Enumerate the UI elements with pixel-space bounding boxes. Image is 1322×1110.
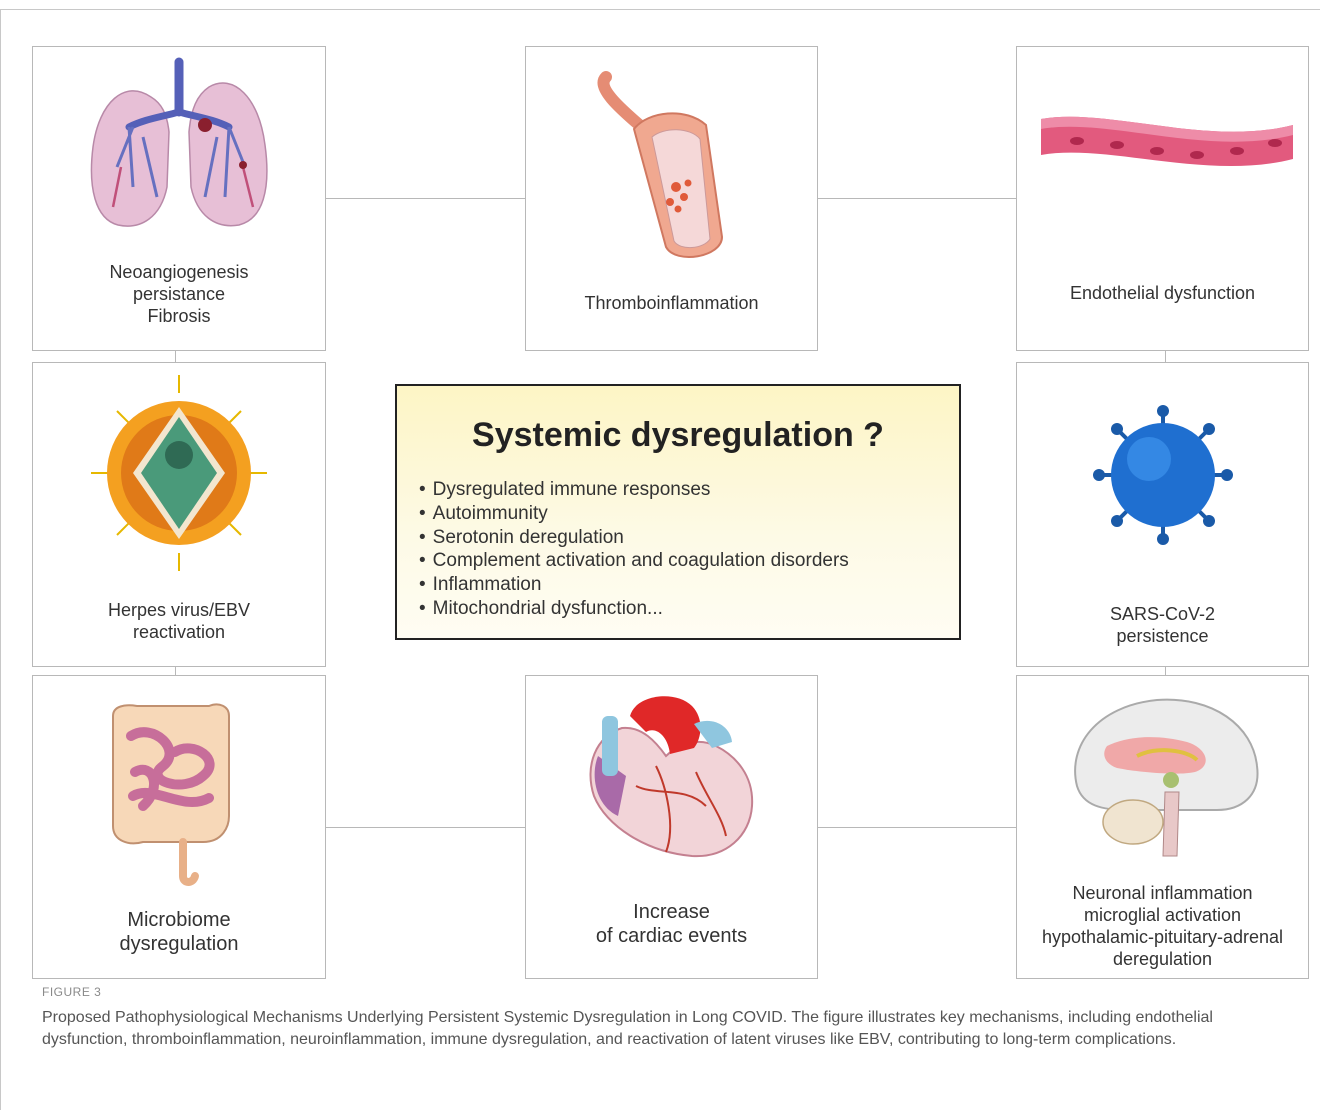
label-herpes: Herpes virus/EBV reactivation <box>33 599 325 643</box>
box-thromboinflammation: Thromboinflammation <box>525 46 818 351</box>
box-neoangiogenesis: Neoangiogenesis persistance Fibrosis <box>32 46 326 351</box>
box-neuronal: Neuronal inflammation microglial activat… <box>1016 675 1309 979</box>
heart-icon <box>526 676 819 876</box>
box-microbiome: Microbiome dysregulation <box>32 675 326 979</box>
lungs-icon <box>33 47 327 257</box>
mechanism-item: •Autoimmunity <box>419 502 849 526</box>
intestines-icon <box>33 676 327 891</box>
systemic-dysregulation-box: Systemic dysregulation ? •Dysregulated i… <box>395 384 961 640</box>
connector-lungs-vessel <box>326 198 525 199</box>
label-thromboinflammation: Thromboinflammation <box>526 292 817 314</box>
mechanism-item: •Complement activation and coagulation d… <box>419 549 849 573</box>
endothelium-tissue-icon <box>1017 47 1310 217</box>
connector-vessel-endothelium <box>818 198 1016 199</box>
label-endothelial: Endothelial dysfunction <box>1017 282 1308 304</box>
box-sars: SARS-CoV-2 persistence <box>1016 362 1309 667</box>
connector-heart-brain <box>818 827 1016 828</box>
mechanism-item: •Serotonin deregulation <box>419 526 849 550</box>
label-neoangiogenesis: Neoangiogenesis persistance Fibrosis <box>33 261 325 327</box>
brain-icon <box>1017 676 1310 876</box>
mechanism-item: •Mitochondrial dysfunction... <box>419 597 849 621</box>
center-title: Systemic dysregulation ? <box>397 416 959 455</box>
figure-caption: FIGURE 3 Proposed Pathophysiological Mec… <box>42 985 1292 1051</box>
blood-vessel-icon <box>526 47 819 277</box>
mechanism-list: •Dysregulated immune responses •Autoimmu… <box>419 478 849 621</box>
label-sars: SARS-CoV-2 persistence <box>1017 603 1308 647</box>
connector-sars-neuronal <box>1165 666 1166 675</box>
caption-text: Proposed Pathophysiological Mechanisms U… <box>42 1007 1292 1051</box>
label-microbiome: Microbiome dysregulation <box>33 908 325 956</box>
label-neuronal: Neuronal inflammation microglial activat… <box>1017 882 1308 970</box>
mechanism-item: •Dysregulated immune responses <box>419 478 849 502</box>
herpes-virus-icon <box>33 363 327 583</box>
figure-label: FIGURE 3 <box>42 985 1292 999</box>
mechanism-item: •Inflammation <box>419 573 849 597</box>
box-herpes: Herpes virus/EBV reactivation <box>32 362 326 667</box>
coronavirus-icon <box>1017 363 1310 573</box>
box-cardiac: Increase of cardiac events <box>525 675 818 979</box>
connector-microbiome-heart <box>326 827 525 828</box>
label-cardiac: Increase of cardiac events <box>526 900 817 948</box>
connector-herpes-microbiome <box>175 666 176 675</box>
box-endothelial: Endothelial dysfunction <box>1016 46 1309 351</box>
